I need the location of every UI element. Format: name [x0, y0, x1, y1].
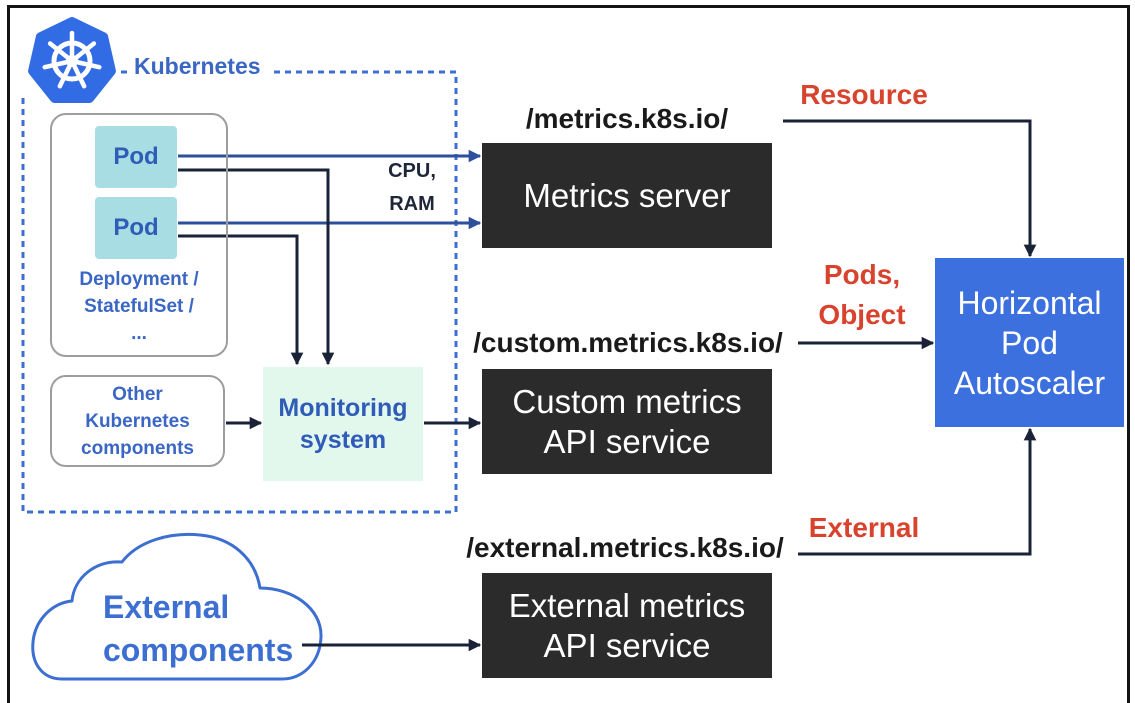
- monitoring-system-label-line: Monitoring: [278, 394, 408, 422]
- custom-metrics-endpoint: /custom.metrics.k8s.io/: [473, 327, 783, 358]
- custom-metrics-api-label-line: API service: [543, 422, 711, 460]
- external-components-label-line: components: [103, 632, 294, 668]
- workload-caption: Deployment / StatefulSet / ...: [50, 266, 228, 347]
- resource-metrics-endpoint: /metrics.k8s.io/: [525, 103, 729, 134]
- external-metrics-endpoint: /external.metrics.k8s.io/: [466, 532, 784, 563]
- monitoring-system-label-line: system: [299, 426, 387, 454]
- pod-metrics-label: CPU, RAM: [372, 155, 452, 221]
- pod-box-2: Pod: [95, 197, 177, 259]
- external-components-label-line: External: [103, 589, 230, 625]
- metric-type-external: External: [808, 512, 920, 543]
- other-components-label-line: Kubernetes: [85, 410, 190, 432]
- external-components-label: External components: [103, 586, 293, 672]
- pod-box-1: Pod: [95, 126, 177, 188]
- pod-label: Pod: [113, 214, 159, 241]
- arrow-resource-metrics-to-hpa: [783, 119, 1037, 258]
- workload-caption-line: StatefulSet /: [84, 296, 194, 317]
- pod-metrics-label-line: CPU,: [388, 160, 436, 182]
- metrics-server-label: Metrics server: [523, 176, 731, 214]
- hpa-label-line: Horizontal: [957, 284, 1102, 321]
- other-components-label-line: components: [81, 437, 194, 459]
- metrics-server-box: Metrics server: [482, 143, 772, 248]
- monitoring-system-box: Monitoring system: [263, 367, 423, 481]
- hpa-label-line: Autoscaler: [953, 364, 1106, 401]
- arrow-pod-2-to-monitoring-system: [178, 234, 304, 366]
- external-metrics-api-label-line: External metrics: [508, 586, 746, 624]
- other-components-label-line: Other: [112, 383, 163, 405]
- external-metrics-api-label-line: API service: [543, 626, 711, 664]
- custom-metrics-api-service-box: Custom metrics API service: [482, 369, 772, 474]
- custom-metrics-api-label-line: Custom metrics: [512, 382, 742, 420]
- pod-metrics-label-line: RAM: [389, 193, 435, 215]
- arrow-external-metrics-to-hpa: [798, 427, 1037, 556]
- kubernetes-cluster-label: Kubernetes: [134, 53, 261, 79]
- kubernetes-logo-hub: [66, 55, 78, 67]
- horizontal-pod-autoscaler-box: Horizontal Pod Autoscaler: [935, 258, 1124, 427]
- metric-type-pods-object-line: Pods,: [823, 259, 901, 290]
- other-kubernetes-components-box: Other Kubernetes components: [50, 375, 225, 467]
- metric-type-resource: Resource: [800, 79, 928, 110]
- workload-caption-line: Deployment /: [79, 269, 199, 290]
- metric-type-pods-object: Pods, Object: [798, 255, 926, 335]
- diagram-frame: [7, 5, 1130, 703]
- external-metrics-api-service-box: External metrics API service: [482, 573, 772, 678]
- hpa-label-line: Pod: [1001, 324, 1058, 361]
- arrow-pod-1-to-monitoring-system: [178, 168, 335, 366]
- kubernetes-logo-icon: [28, 17, 116, 103]
- kubernetes-cluster-boundary: [21, 70, 458, 514]
- external-components-cloud: [31, 532, 323, 681]
- workload-caption-line: ...: [131, 323, 147, 344]
- metric-type-pods-object-line: Object: [818, 299, 906, 330]
- cluster-boundary-outline: [21, 70, 458, 514]
- workload-group: [50, 113, 228, 357]
- pod-label: Pod: [113, 143, 159, 170]
